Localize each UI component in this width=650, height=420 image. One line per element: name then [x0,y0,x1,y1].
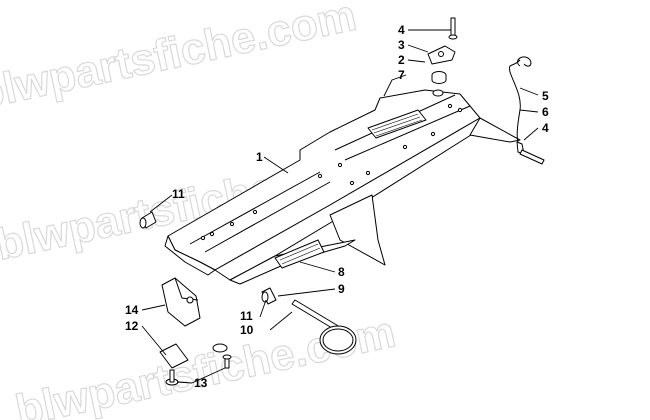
decal-front-part [274,239,325,269]
callout-labels: 1 2 3 4 4 5 6 7 8 9 10 11 11 12 13 14 [125,23,549,390]
callout-8: 8 [338,265,345,279]
watermark-text-top: blwpartsfiche.com [0,0,360,119]
callout-6: 6 [542,105,549,119]
callout-12: 12 [125,319,139,333]
mounting-holes [200,103,463,241]
plug-bottom-part [261,287,277,305]
callout-4-right: 4 [542,121,549,135]
callout-11-left: 11 [172,187,185,201]
shim-plate-part [159,343,189,369]
grommet-hole [432,89,444,97]
shim-washer-part [212,343,228,353]
lanyard-part [509,56,545,165]
plug-left-part [139,211,157,229]
watermark-text-bottom: blwpartsfiche.com [11,307,399,420]
callout-7: 7 [398,68,405,82]
leader-lines [141,29,539,384]
callout-14: 14 [125,303,139,317]
bracket-part [427,45,456,65]
callout-3: 3 [398,38,405,52]
callout-4-top: 4 [398,23,405,37]
pull-handle-part [291,299,357,355]
grommet-part [431,71,447,84]
decal-top-part [367,109,427,139]
hinge-bracket-part [161,277,201,327]
callout-9: 9 [338,282,345,296]
callout-1: 1 [256,150,263,164]
callout-13: 13 [194,376,208,390]
pin-top-part [448,17,458,40]
callout-10: 10 [240,323,254,337]
main-tray-part [164,89,521,285]
callout-2: 2 [398,53,405,67]
callout-5: 5 [542,89,549,103]
callout-11-bottom: 11 [240,309,253,323]
